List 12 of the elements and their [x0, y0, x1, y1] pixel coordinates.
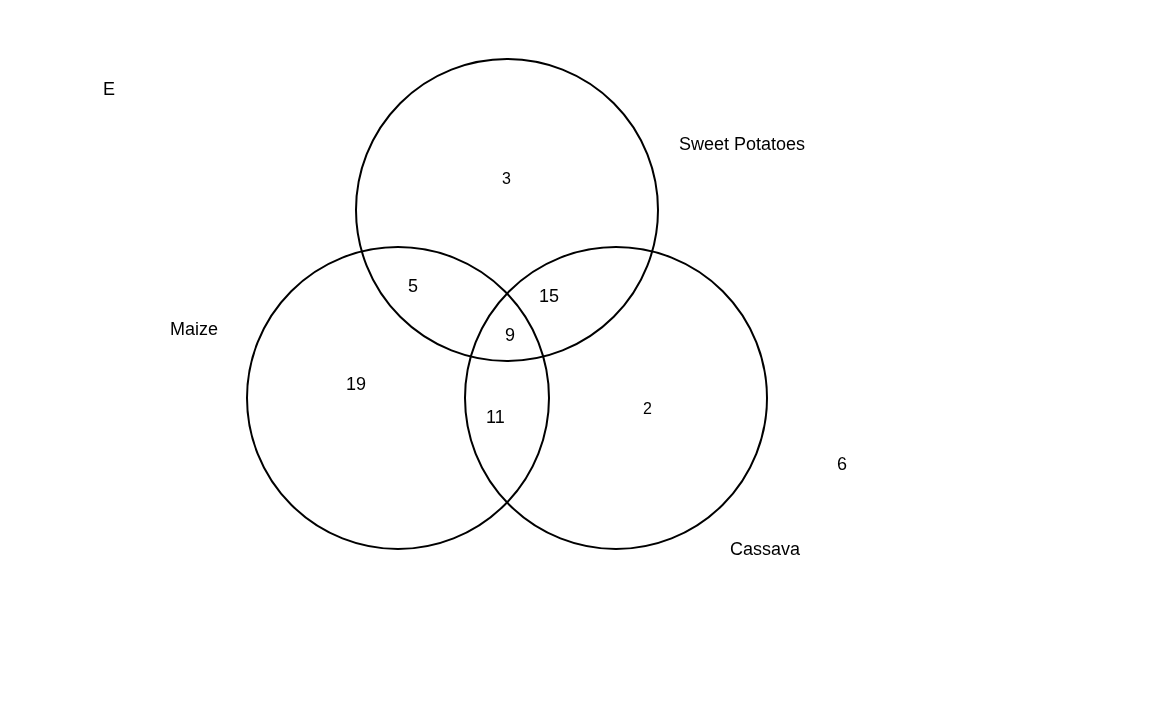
set-label: Maize — [170, 319, 218, 339]
region-count: 15 — [539, 286, 560, 306]
region-count: 9 — [505, 325, 515, 345]
region-count: 19 — [346, 374, 367, 394]
region-count: 11 — [486, 407, 505, 427]
region-count: 2 — [643, 399, 652, 419]
region-count: 3 — [502, 169, 511, 189]
set-label: Cassava — [730, 539, 801, 559]
universal-set-label: E — [103, 79, 115, 99]
region-count: 5 — [408, 276, 418, 296]
region-count: 6 — [837, 454, 847, 474]
set-label: Sweet Potatoes — [679, 134, 806, 154]
